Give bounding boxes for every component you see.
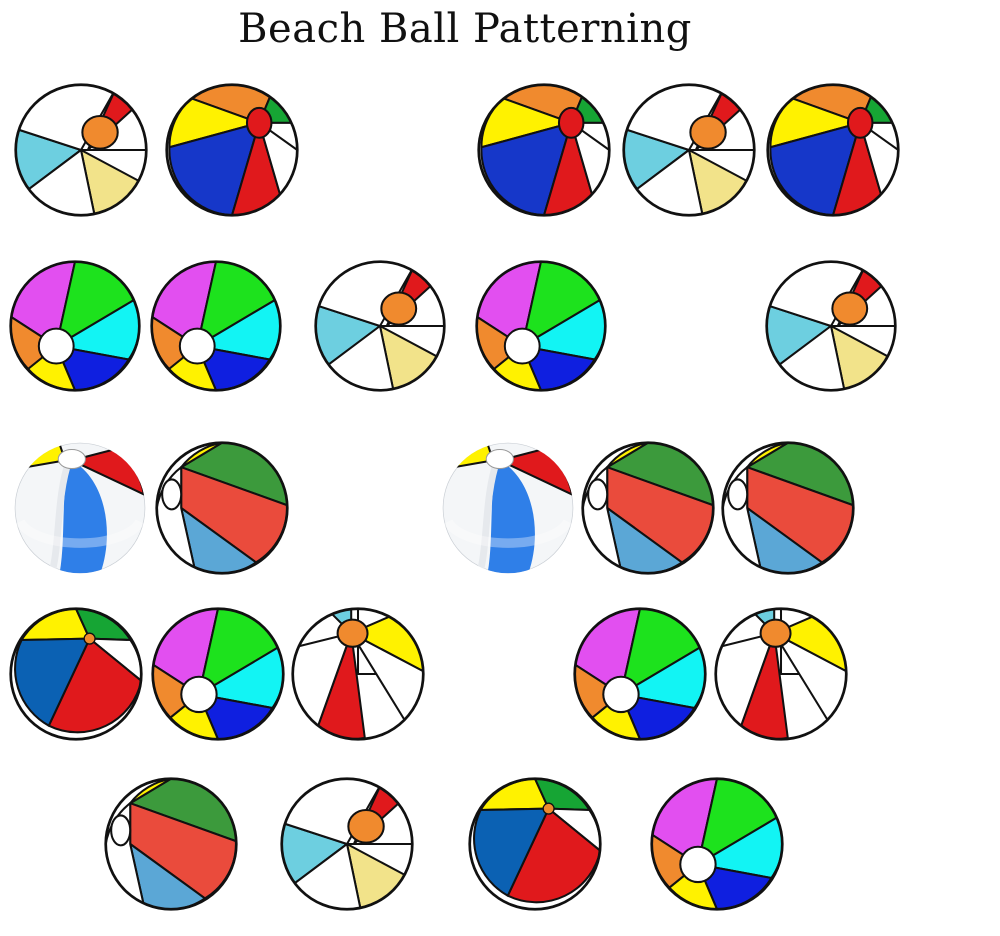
empty-pattern-slot[interactable]: [302, 440, 438, 576]
rainbow-beach-ball: [573, 607, 707, 741]
rainbow-beach-ball: [150, 260, 282, 392]
red-yellow-white-beach-ball: [291, 607, 425, 741]
red-yellow-white-beach-ball: [714, 607, 848, 741]
rainbow-beach-ball: [475, 260, 607, 392]
green-coral-beach-ball: [155, 441, 289, 575]
blue-yellow-red-beach-ball: [165, 83, 299, 217]
glossy-blue-beach-ball: [14, 442, 146, 574]
rainbow-beach-ball: [151, 607, 285, 741]
red-blue-beach-ball[interactable]: [467, 776, 603, 912]
pastel-beach-ball: [14, 83, 148, 217]
green-coral-beach-ball: [721, 441, 855, 575]
glossy-blue-beach-ball: [442, 442, 574, 574]
green-coral-beach-ball: [581, 441, 715, 575]
pastel-beach-ball: [314, 260, 446, 392]
blue-yellow-red-beach-ball: [766, 83, 900, 217]
empty-pattern-slot[interactable]: [302, 82, 438, 218]
rainbow-beach-ball: [9, 260, 141, 392]
page-title: Beach Ball Patterning: [238, 6, 692, 52]
empty-pattern-slot[interactable]: [437, 606, 573, 742]
pastel-beach-ball[interactable]: [279, 776, 415, 912]
empty-pattern-slot[interactable]: [623, 259, 757, 393]
red-blue-beach-ball: [9, 607, 143, 741]
green-coral-beach-ball[interactable]: [103, 776, 239, 912]
pastel-beach-ball: [622, 83, 756, 217]
rainbow-beach-ball[interactable]: [649, 776, 785, 912]
blue-yellow-red-beach-ball: [477, 83, 611, 217]
pastel-beach-ball: [765, 260, 897, 392]
